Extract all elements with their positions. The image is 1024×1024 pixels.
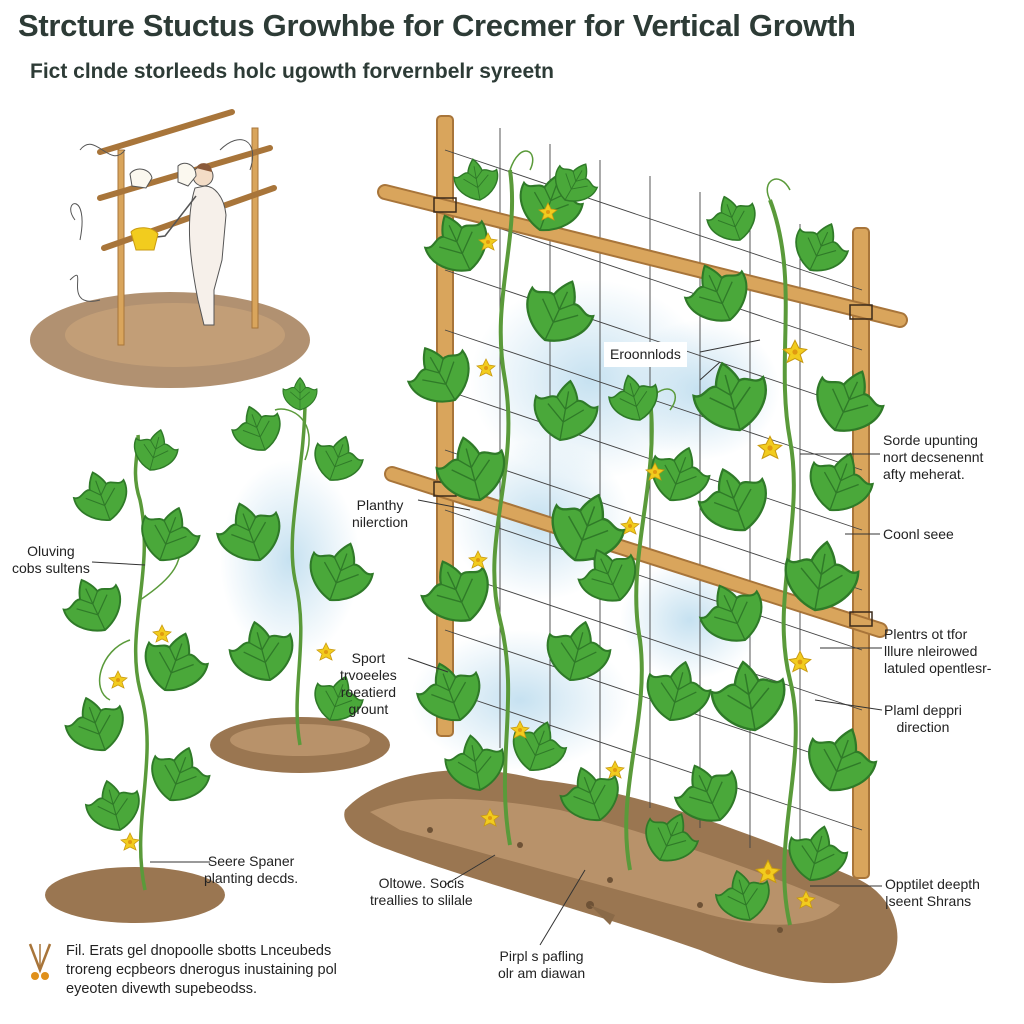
label-opptilet-deepth: Opptilet deepth |seent Shrans [885, 876, 980, 909]
callout-leader-lines [91, 339, 883, 946]
label-seere-spaner: Seere Spaner planting decds. [204, 853, 299, 886]
label-planthy: Planthy nilerction [352, 497, 409, 530]
label-pirpl-s-pafling: Pirpl s pafling olr am diawan [498, 948, 586, 981]
left-seedling-stems [99, 399, 310, 891]
footnote-line: Fil. Erats gel dnopoolle sbotts Lnceubed… [66, 943, 332, 959]
label-plentrs-ot-tfor: Plentrs ot tfor lllure nleirowed latuled… [884, 626, 992, 676]
label-plaml-deppri: Plaml deppri direction [884, 702, 962, 735]
label-oltowe-socis: Oltowe. Socis treallies to slilale [370, 875, 473, 908]
page-title: Strcture Stuctus Growhbe for Crecmer for… [18, 8, 856, 43]
label-oluving: Oluving cobs sultens [12, 543, 90, 576]
trellis-icon [28, 943, 52, 980]
page-subtitle: Fict clnde storleeds holc ugowth forvern… [30, 60, 554, 83]
label-eroonnlods: Eroonnlods [604, 342, 687, 367]
label-sport: Sport trvoeeles roeatierd grount [340, 650, 397, 717]
gardener-sketch [30, 109, 310, 388]
label-coonl-seee: Coonl seee [883, 526, 954, 542]
footnote-line: eyeoten divewth supebeodss. [66, 981, 258, 997]
footnote-line: troreng ecpbeors dnerogus inustaining po… [66, 962, 337, 978]
footnote: Fil. Erats gel dnopoolle sbotts Lnceubed… [66, 942, 426, 999]
label-sorde-upunting: Sorde upunting nort decsenennt afty mehe… [883, 432, 984, 482]
